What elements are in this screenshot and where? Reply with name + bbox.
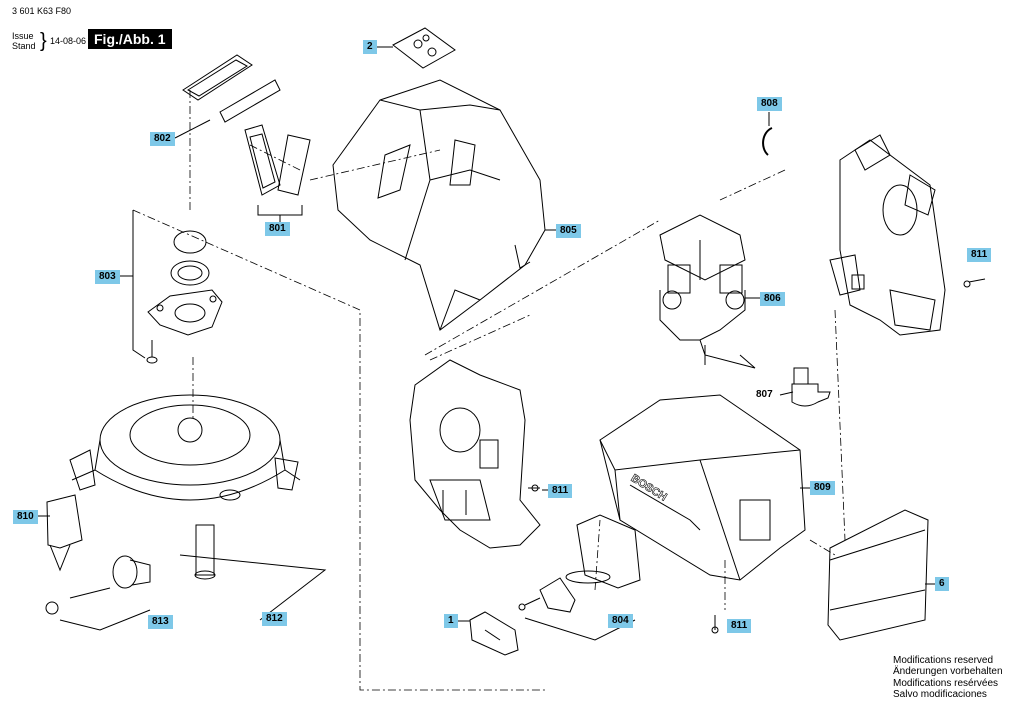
- chassis-plate-right: [829, 134, 946, 336]
- part-808-clip: [762, 127, 773, 156]
- callout-805: 805: [556, 224, 581, 238]
- callout-802: 802: [150, 132, 175, 146]
- part-813-parts: [45, 555, 151, 631]
- part-810-knob: [46, 494, 83, 572]
- note-line: Salvo modificaciones: [893, 689, 987, 701]
- part-2-label: [392, 27, 456, 69]
- part-1-button: [469, 611, 519, 656]
- assembly-lines: [132, 90, 846, 691]
- callout-6: 6: [935, 577, 949, 591]
- screw-811-middle: [528, 484, 548, 492]
- callout-2: 2: [363, 40, 377, 54]
- callout-leaders: [38, 46, 935, 622]
- part-806-laser-module: [659, 214, 756, 369]
- callout-1: 1: [444, 614, 458, 628]
- callout-804: 804: [608, 614, 633, 628]
- brace-icon: }: [40, 30, 47, 52]
- part-809-housing-box: [599, 394, 810, 581]
- issue-date: 14-08-06: [50, 36, 87, 46]
- modification-notes: Modifications reserved Änderungen vorbeh…: [893, 655, 1003, 701]
- note-line: Änderungen vorbehalten: [893, 666, 1003, 678]
- screw-811-right: [963, 278, 986, 288]
- part-802-windows: [182, 54, 281, 123]
- figure-label: Fig./Abb. 1: [88, 29, 172, 49]
- callout-811-middle: 811: [548, 484, 573, 498]
- note-line: Modifications reserved: [893, 655, 994, 666]
- part-805-housing-cover: [332, 79, 556, 331]
- part-807-pin: [791, 367, 831, 407]
- chassis-plate-left: [409, 359, 541, 549]
- stand-label: Stand: [12, 41, 36, 51]
- callout-809: 809: [810, 481, 835, 495]
- callout-810: 810: [13, 510, 38, 524]
- callout-812: 812: [262, 612, 287, 626]
- part-6-cover: [827, 509, 929, 641]
- callout-811-bottom: 811: [727, 619, 752, 633]
- issue-label: Issue: [12, 31, 34, 41]
- part-number: 3 601 K63 F80: [12, 6, 72, 16]
- screw-811-bottom: [711, 615, 719, 634]
- callout-808: 808: [757, 97, 782, 111]
- callout-811-right: 811: [967, 248, 992, 262]
- leader-812: [179, 554, 327, 621]
- note-line: Modifications resérvées: [893, 677, 999, 689]
- callout-803: 803: [95, 270, 120, 284]
- part-803-group: [132, 210, 223, 364]
- tripod-base: [69, 394, 301, 580]
- callout-801: 801: [265, 222, 290, 236]
- callout-807: 807: [756, 389, 773, 400]
- part-801-windows: [244, 124, 311, 225]
- callout-806: 806: [760, 292, 785, 306]
- callout-813: 813: [148, 615, 173, 629]
